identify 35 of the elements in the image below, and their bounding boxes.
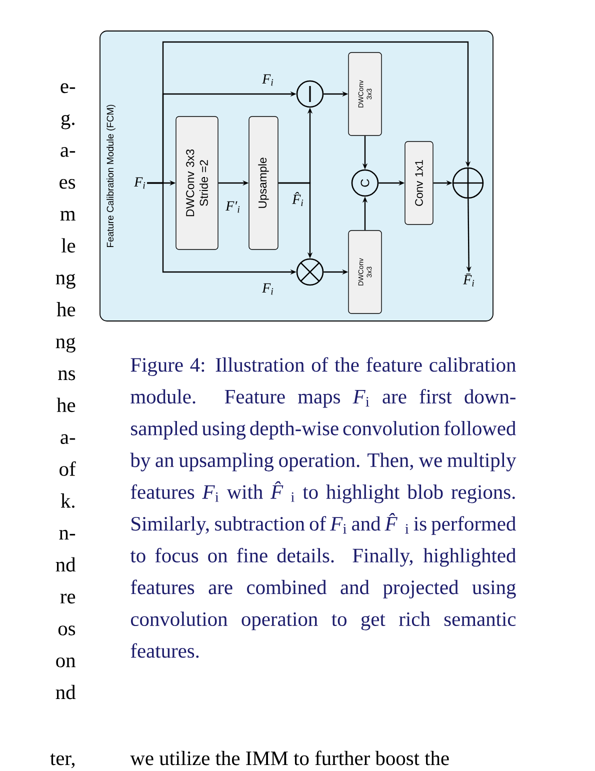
subtract-circle [296,80,324,108]
upsample-box: Upsample [248,116,278,250]
text-fragment: k. [60,493,74,508]
text-fragment: os [58,626,76,636]
text-fragment: le [61,238,76,253]
edge-label: F$_{i}$ [261,73,275,87]
edge-label: F$_{i}$ [261,282,275,296]
text-fragment: re [60,594,76,604]
text-fragment: on [56,657,76,668]
text-fragment: n- [59,530,76,540]
text-fragment: ns [58,370,76,380]
edge-label: F′$_{i}$ [224,200,242,214]
text-fragment: es [60,178,76,189]
text-fragment: e- [60,83,76,94]
conv-box: DWConv 3x3 Stride =2 [176,116,218,250]
text-fragment: g. [61,114,74,130]
text-fragment: ng [56,274,76,289]
add-circle [452,167,484,199]
output-label: F̄$_{i}$ [463,274,474,286]
edge-label: F̂$_{i}$ [291,190,305,208]
text-fragment: of [60,461,76,476]
text-fragment: m [60,210,76,220]
body-text: we utilize the IMM to further boost the [130,750,449,766]
text-fragment: ng [56,338,76,352]
text-fragment: a- [60,147,76,157]
text-fragment: he [56,398,76,412]
text-fragment: he [56,302,76,316]
text-fragment: a- [60,434,76,444]
text-fragment: nd [56,557,76,572]
multiply-circle [296,258,324,286]
input-label: F$_{i}$ [134,177,146,189]
text-fragment: ter, [50,754,75,768]
caption: Figure 4: Illustration of the feature calibration module. Feature maps F$_{i}$ are first down-sampled using depth-wise convolution followed by an upsampling operation. Then, we multiply features F$_{i}$ with F̂$_{i}$ to highlight blob regions. Similarly, subtraction of F$_{i}$ and F̂$_{i}$ is performed to focus on fine details. Finally, highlighted features are combined and projected using convolution operation to get rich semantic features. [130,357,516,658]
conv-box: Conv 1x1 [404,141,434,225]
text-fragment: nd [56,684,76,700]
